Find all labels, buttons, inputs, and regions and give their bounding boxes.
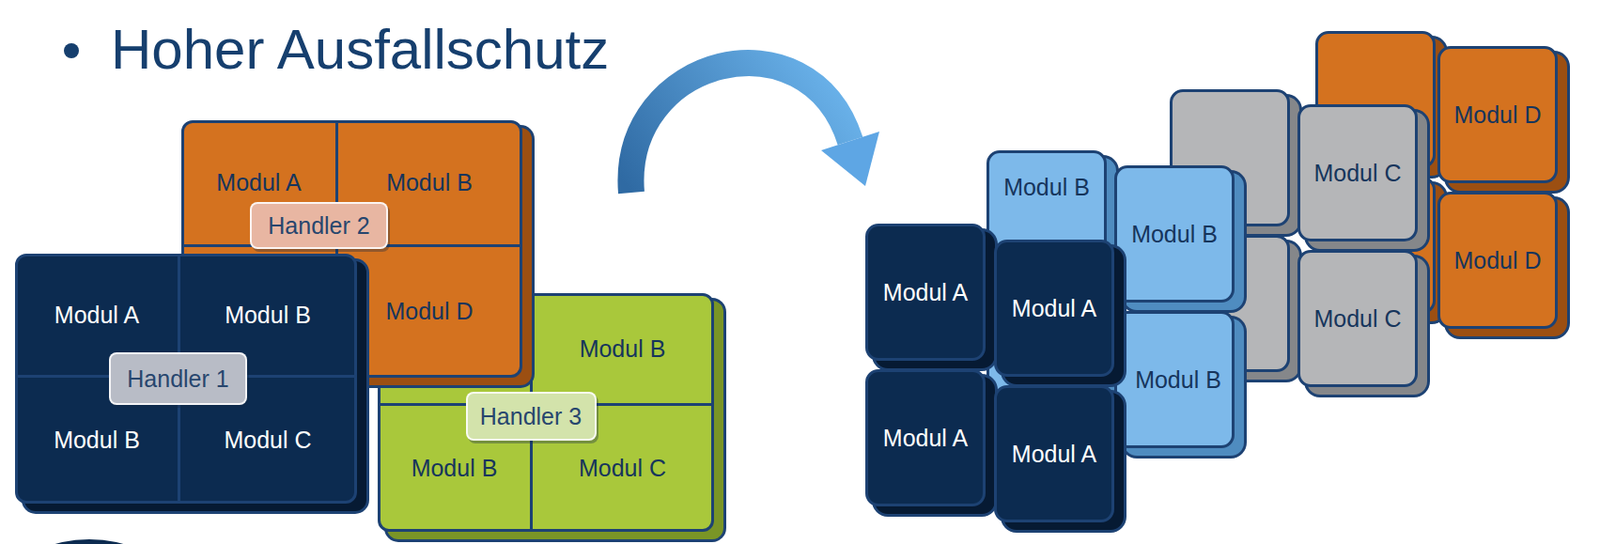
module-cube: Modul A — [865, 223, 986, 361]
handler-label: Handler 2 — [267, 212, 370, 240]
module-label: Modul A — [216, 169, 301, 197]
module-label: Modul A — [883, 424, 968, 452]
module-label: Modul C — [223, 426, 311, 454]
transition-arrow — [630, 62, 851, 193]
module-label: Modul B — [1134, 366, 1222, 394]
module-cube: Modul C — [1297, 104, 1418, 242]
module-cell: Modul B — [530, 293, 715, 404]
module-cube: Modul D — [1437, 46, 1558, 184]
bullet-dot — [63, 43, 79, 59]
module-label: Modul D — [1453, 101, 1541, 129]
module-cube: Modul A — [994, 239, 1115, 377]
module-cube: Modul A — [994, 385, 1115, 523]
module-label: Modul B — [386, 169, 473, 197]
handler-label: Handler 3 — [480, 403, 582, 431]
module-cube: Modul B — [1114, 165, 1235, 303]
module-cube: Modul A — [865, 369, 986, 507]
module-cell: Modul D — [336, 245, 523, 378]
handler-box: Handler 3 — [466, 391, 597, 441]
module-label: Modul D — [1453, 247, 1541, 275]
arrow-head — [821, 131, 880, 187]
module-label: Modul A — [1011, 295, 1097, 323]
module-label: Modul A — [883, 279, 968, 307]
module-cube: Modul D — [1437, 191, 1558, 329]
module-cube: Modul C — [1297, 249, 1418, 388]
module-label: Modul B — [1003, 173, 1090, 202]
module-label: Modul A — [1011, 440, 1097, 468]
logo-fragment — [18, 539, 160, 544]
slide-title: Hoher Ausfallschutz — [110, 16, 609, 82]
module-label: Modul B — [53, 426, 140, 454]
module-label: Modul C — [578, 454, 667, 482]
module-label: Modul B — [1131, 220, 1218, 249]
module-label: Modul C — [1313, 305, 1401, 333]
module-cube: Modul B — [1114, 310, 1235, 449]
module-label: Modul B — [579, 335, 667, 363]
handler-box: Handler 1 — [108, 352, 248, 405]
handler-box: Handler 2 — [249, 201, 389, 249]
handler-label: Handler 1 — [126, 365, 229, 393]
module-label: Modul C — [1313, 159, 1401, 187]
module-label: Modul B — [224, 301, 311, 329]
module-label: Modul D — [385, 297, 473, 326]
module-label: Modul B — [411, 454, 498, 482]
module-label: Modul A — [54, 301, 140, 329]
